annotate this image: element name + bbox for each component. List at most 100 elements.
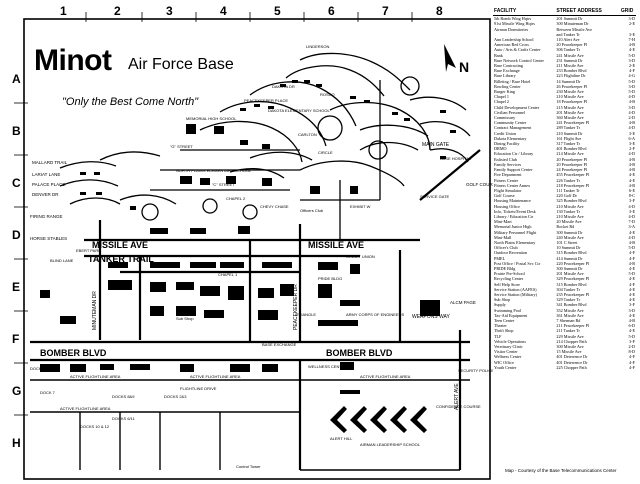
legend-address: 201 Missile Ave	[556, 271, 584, 277]
legend-grid: 4-D	[628, 94, 635, 100]
legend-facility: Service Station (AAFES)	[494, 286, 537, 292]
legend-facility: Family Services	[494, 161, 522, 167]
legend-facility: Supply	[494, 302, 506, 308]
legend-facility: Family Support Center	[494, 167, 533, 173]
legend-facility: Info, Tickets/Event Desk	[494, 208, 536, 214]
legend-grid: 3-D	[628, 307, 635, 313]
label-firing-range: FIRING RANGE	[30, 214, 63, 219]
legend-facility: Fitness Center Annex	[494, 182, 531, 188]
legend-grid: 4-D	[628, 203, 635, 209]
legend-grid: 3-E	[628, 31, 635, 37]
legend-address: 20 Peacekeeper Pl	[556, 161, 588, 167]
legend-grid: 4-E	[628, 229, 635, 235]
legend-address: 18 Peacekeeper Pl	[556, 99, 588, 105]
legend-facility: Contract Management	[494, 125, 532, 131]
legend-address: 241 Missile Ave	[556, 52, 584, 58]
legend-address: 231 Summit Dr	[556, 57, 583, 63]
legend-facility: Commissary	[494, 115, 516, 121]
legend-address: 401 Deterrence Dr	[556, 359, 588, 365]
legend-facility: Base Library	[494, 73, 516, 79]
legend-address: 240 Missile Ave	[556, 234, 584, 240]
legend-address: 241 Peacekeeper Pl	[556, 120, 590, 126]
legend-grid: 4-E	[628, 328, 635, 334]
legend-facility: Child Development Center	[494, 104, 540, 110]
legend-address: 7 Sherman Rd	[556, 317, 581, 323]
legend-address: 210 Missile Ave	[556, 203, 584, 209]
label-golf-course: GOLF COURSE	[466, 182, 499, 187]
label-minuteman-dr: MINUTEMAN DR	[92, 291, 98, 330]
label-control-tower: Control Tower	[236, 464, 261, 469]
legend-grid: 8-C	[628, 193, 635, 199]
housing-buildings	[80, 80, 456, 234]
legend-facility: TLF	[494, 333, 502, 339]
legend-facility: Recycling Center	[494, 276, 524, 282]
legend-grid: 5-D	[628, 245, 635, 251]
legend-address: 20 Missile Ave	[556, 219, 582, 225]
legend-address: 300 Minuteman Dr	[556, 21, 589, 27]
legend-grid: 4-D	[628, 151, 635, 157]
legend-grid: 3-D	[628, 83, 635, 89]
label-weapons-way: WEAPONS WAY	[412, 314, 450, 320]
legend-facility: Billeting / Base Hotel	[494, 78, 531, 84]
legend-address: 20 Peacekeeper Pl	[556, 156, 588, 162]
grid-column-label: 1	[60, 4, 67, 18]
legend-grid: 7-H	[628, 37, 635, 43]
legend-grid: 4-F	[629, 281, 635, 287]
legend-facility: Theater	[494, 323, 507, 329]
label-dock-7: DOCK 7	[40, 390, 56, 395]
legend-address: 300 Summit Dr	[556, 229, 583, 235]
legend-facility: Prairie Pre-School	[494, 271, 525, 277]
legend-address: 211 Missile Ave	[556, 63, 584, 69]
legend-facility: Military Personnel Flight	[494, 229, 537, 235]
legend-address: 130 Tanker Tr	[556, 208, 581, 214]
legend-facility: Outdoor Recreation	[494, 250, 528, 256]
legend-facility: Community Center	[494, 120, 527, 126]
legend-grid: 5-D	[628, 78, 635, 84]
label-alcm-gate: ALCM PAGE	[450, 300, 476, 305]
legend-address: 329 Peacekeeper Pl	[556, 276, 590, 282]
legend-grid: 5-D	[628, 52, 635, 58]
legend-facility: Bowling Center	[494, 83, 521, 89]
grid-column-label: 2	[114, 4, 121, 18]
legend-address: 10 Summit Dr	[556, 245, 581, 251]
label-rosco: ROSCO	[320, 92, 335, 97]
legend-facility: Youth Center	[494, 364, 517, 370]
label-docks-6-11: DOCKS 6/11	[112, 416, 136, 421]
legend-grid: 2-F	[629, 146, 635, 152]
legend-address: 214 Missile Ave	[556, 151, 584, 157]
legend-facility: Golf Course	[494, 193, 515, 199]
label-missile-ave-east: MISSILE AVE	[308, 240, 364, 250]
legend-grid: 4-F	[629, 68, 635, 74]
legend-address: 306 Tanker Tr	[556, 47, 581, 53]
grid-row-label: A	[12, 72, 21, 86]
label-active-flightline-2: ACTIVE FLIGHTLINE AREA	[190, 374, 241, 379]
legend-address: 315 Bomber Blvd	[556, 281, 587, 287]
legend-address: 230 Missile Ave	[556, 89, 584, 95]
label-ebert-park: EBERT PARK	[76, 248, 101, 253]
label-credit-union: CREDIT UNION	[346, 254, 375, 259]
legend-grid: 3-E	[628, 208, 635, 214]
label-memorial-high: MEMORIAL HIGH SCHOOL	[186, 116, 237, 121]
label-blind-lane: BLIND LANE	[50, 258, 74, 263]
